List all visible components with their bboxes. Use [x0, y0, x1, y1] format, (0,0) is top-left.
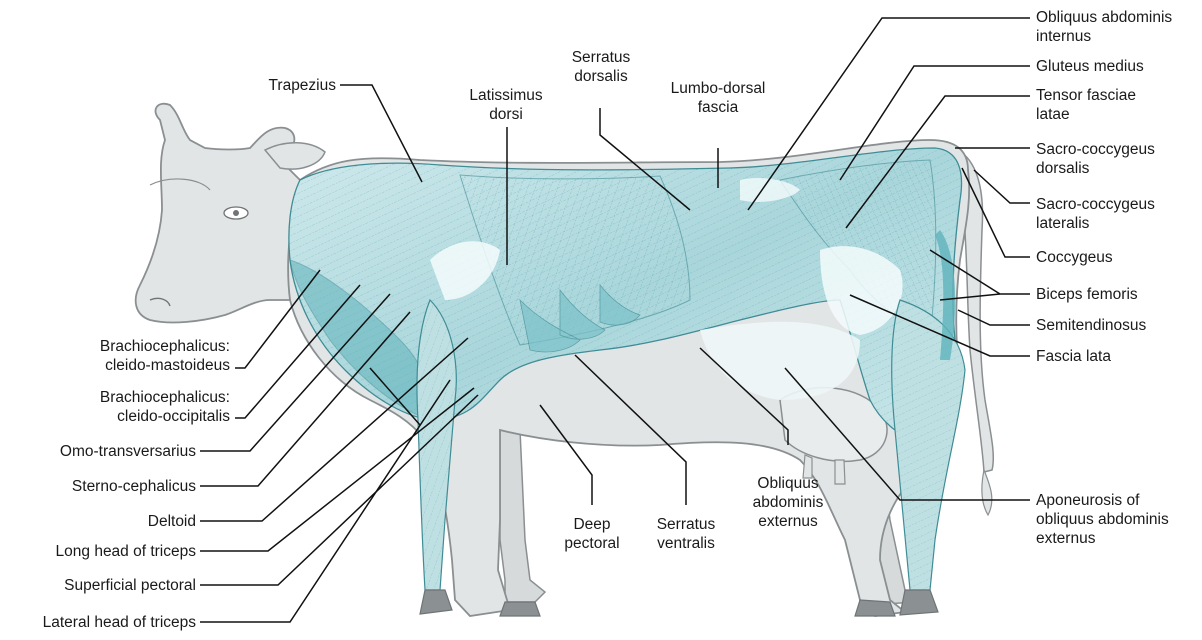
label-sacro-coccygeus-lateralis-line1: Sacro-coccygeus [1036, 195, 1196, 214]
label-cleido-occipitalis-line1: Brachiocephalicus: [20, 388, 230, 407]
label-obliquus-abdominis-externus-line2: abdominis [733, 493, 843, 512]
label-gluteus-medius: Gluteus medius [1036, 57, 1196, 76]
label-serratus-dorsalis: Serratus dorsalis [546, 48, 656, 86]
label-deep-pectoral-line1: Deep [542, 515, 642, 534]
label-sacro-coccygeus-lateralis: Sacro-coccygeus lateralis [1036, 195, 1196, 233]
label-obliquus-abdominis-internus-line1: Obliquus abdominis [1036, 8, 1200, 27]
label-cleido-mastoideus-line2: cleido-mastoideus [20, 356, 230, 375]
label-aponeurosis-line2: obliquus abdominis [1036, 510, 1200, 529]
label-latissimus-dorsi-line2: dorsi [446, 105, 566, 124]
label-obliquus-abdominis-internus: Obliquus abdominis internus [1036, 8, 1200, 46]
label-obliquus-abdominis-externus-line3: externus [733, 512, 843, 531]
label-sacro-coccygeus-dorsalis-line2: dorsalis [1036, 159, 1196, 178]
label-aponeurosis-line3: externus [1036, 529, 1200, 548]
label-serratus-ventralis-line1: Serratus [636, 515, 736, 534]
label-deep-pectoral: Deep pectoral [542, 515, 642, 553]
label-sacro-coccygeus-lateralis-line2: lateralis [1036, 214, 1196, 233]
label-tensor-fasciae-latae-line1: Tensor fasciae [1036, 86, 1196, 105]
label-sterno-cephalicus: Sterno-cephalicus [0, 477, 196, 496]
label-omo-transversarius: Omo-transversarius [0, 442, 196, 461]
label-serratus-ventralis: Serratus ventralis [636, 515, 736, 553]
label-cleido-occipitalis: Brachiocephalicus: cleido-occipitalis [20, 388, 230, 426]
label-deltoid: Deltoid [0, 512, 196, 531]
label-sacro-coccygeus-dorsalis-line1: Sacro-coccygeus [1036, 140, 1196, 159]
label-lumbo-dorsal-fascia: Lumbo-dorsal fascia [648, 79, 788, 117]
label-cleido-occipitalis-line2: cleido-occipitalis [20, 407, 230, 426]
label-serratus-dorsalis-line2: dorsalis [546, 67, 656, 86]
label-obliquus-abdominis-externus: Obliquus abdominis externus [733, 474, 843, 531]
label-superficial-pectoral: Superficial pectoral [0, 576, 196, 595]
label-deep-pectoral-line2: pectoral [542, 534, 642, 553]
label-latissimus-dorsi: Latissimus dorsi [446, 86, 566, 124]
label-obliquus-abdominis-externus-line1: Obliquus [733, 474, 843, 493]
label-serratus-ventralis-line2: ventralis [636, 534, 736, 553]
label-lumbo-dorsal-fascia-line2: fascia [648, 98, 788, 117]
label-trapezius: Trapezius [226, 76, 336, 95]
label-lateral-head-triceps: Lateral head of triceps [0, 613, 196, 632]
label-fascia-lata: Fascia lata [1036, 347, 1196, 366]
label-tensor-fasciae-latae: Tensor fasciae latae [1036, 86, 1196, 124]
label-semitendinosus: Semitendinosus [1036, 316, 1196, 335]
label-coccygeus: Coccygeus [1036, 248, 1196, 267]
label-serratus-dorsalis-line1: Serratus [546, 48, 656, 67]
label-biceps-femoris: Biceps femoris [1036, 285, 1196, 304]
label-cleido-mastoideus: Brachiocephalicus: cleido-mastoideus [20, 337, 230, 375]
label-tensor-fasciae-latae-line2: latae [1036, 105, 1196, 124]
label-lumbo-dorsal-fascia-line1: Lumbo-dorsal [648, 79, 788, 98]
label-cleido-mastoideus-line1: Brachiocephalicus: [20, 337, 230, 356]
label-aponeurosis: Aponeurosis of obliquus abdominis extern… [1036, 491, 1200, 548]
label-sacro-coccygeus-dorsalis: Sacro-coccygeus dorsalis [1036, 140, 1196, 178]
label-latissimus-dorsi-line1: Latissimus [446, 86, 566, 105]
label-obliquus-abdominis-internus-line2: internus [1036, 27, 1200, 46]
label-aponeurosis-line1: Aponeurosis of [1036, 491, 1200, 510]
label-long-head-triceps: Long head of triceps [0, 542, 196, 561]
